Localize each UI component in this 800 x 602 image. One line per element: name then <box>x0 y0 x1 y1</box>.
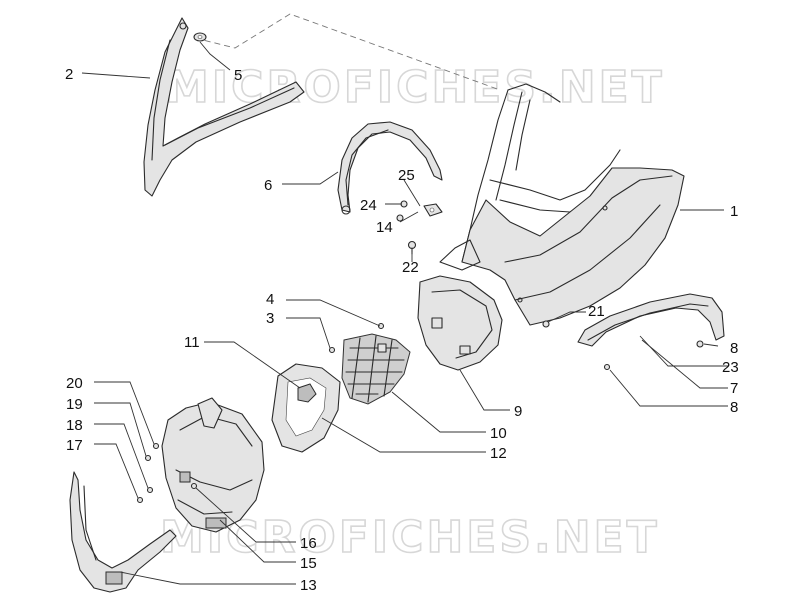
part-14-screw[interactable] <box>396 214 404 222</box>
callout-23: 23 <box>722 359 739 376</box>
callout-14: 14 <box>376 219 393 236</box>
callout-6: 6 <box>264 177 272 194</box>
part-1-front-shield[interactable] <box>439 83 685 326</box>
callout-9: 9 <box>514 403 522 420</box>
callout-19: 19 <box>66 396 83 413</box>
part-9-inner-panel[interactable] <box>417 275 503 371</box>
part-16-clip[interactable] <box>190 482 198 490</box>
part-2-upper-trim[interactable] <box>143 17 305 197</box>
part-7-side-rail[interactable] <box>577 293 725 347</box>
part-25-clip[interactable] <box>423 203 443 217</box>
part-18-screw[interactable] <box>146 486 154 494</box>
callout-4: 4 <box>266 291 274 308</box>
callout-21: 21 <box>588 303 605 320</box>
callout-12: 12 <box>490 445 507 462</box>
callout-labels: 2 5 6 1 25 24 14 22 4 3 21 8 23 7 8 9 11… <box>65 66 739 594</box>
callout-15: 15 <box>300 555 317 572</box>
part-19-screw[interactable] <box>144 454 152 462</box>
callout-2: 2 <box>65 66 73 83</box>
part-8-screw-b[interactable] <box>603 363 611 371</box>
watermark-bottom: MICROFICHES.NET <box>160 512 660 563</box>
callout-13: 13 <box>300 577 317 594</box>
callout-5: 5 <box>234 67 242 84</box>
part-17-screw[interactable] <box>136 496 144 504</box>
part-13-lower-trim[interactable] <box>69 471 177 593</box>
part-8-screw-a[interactable] <box>696 340 704 348</box>
callout-11: 11 <box>184 334 200 351</box>
part-6-curved-trim[interactable] <box>337 121 443 215</box>
callout-16: 16 <box>300 535 317 552</box>
part-12-frame-ring[interactable] <box>271 363 341 453</box>
callout-3: 3 <box>266 310 274 327</box>
part-11-bracket[interactable] <box>297 383 317 403</box>
callout-7: 7 <box>730 380 738 397</box>
callout-8-lower: 8 <box>730 399 738 416</box>
part-10-mesh-grille[interactable] <box>341 333 411 405</box>
callout-18: 18 <box>66 417 83 434</box>
part-15-lower-front-cover[interactable] <box>161 397 265 533</box>
part-20-screw[interactable] <box>152 442 160 450</box>
callout-10: 10 <box>490 425 507 442</box>
callout-20: 20 <box>66 375 83 392</box>
callout-1: 1 <box>730 203 738 220</box>
callout-8-upper: 8 <box>730 340 738 357</box>
assembly-dashed-line <box>194 13 501 91</box>
leader-lines <box>81 41 728 585</box>
callout-24: 24 <box>360 197 377 214</box>
part-5-grommet[interactable] <box>193 32 207 42</box>
callout-17: 17 <box>66 437 83 454</box>
part-4-nut[interactable] <box>377 322 385 330</box>
callout-25: 25 <box>398 167 415 184</box>
callout-22: 22 <box>402 259 419 276</box>
part-21-screw[interactable] <box>542 320 550 328</box>
part-3-screw[interactable] <box>328 346 336 354</box>
